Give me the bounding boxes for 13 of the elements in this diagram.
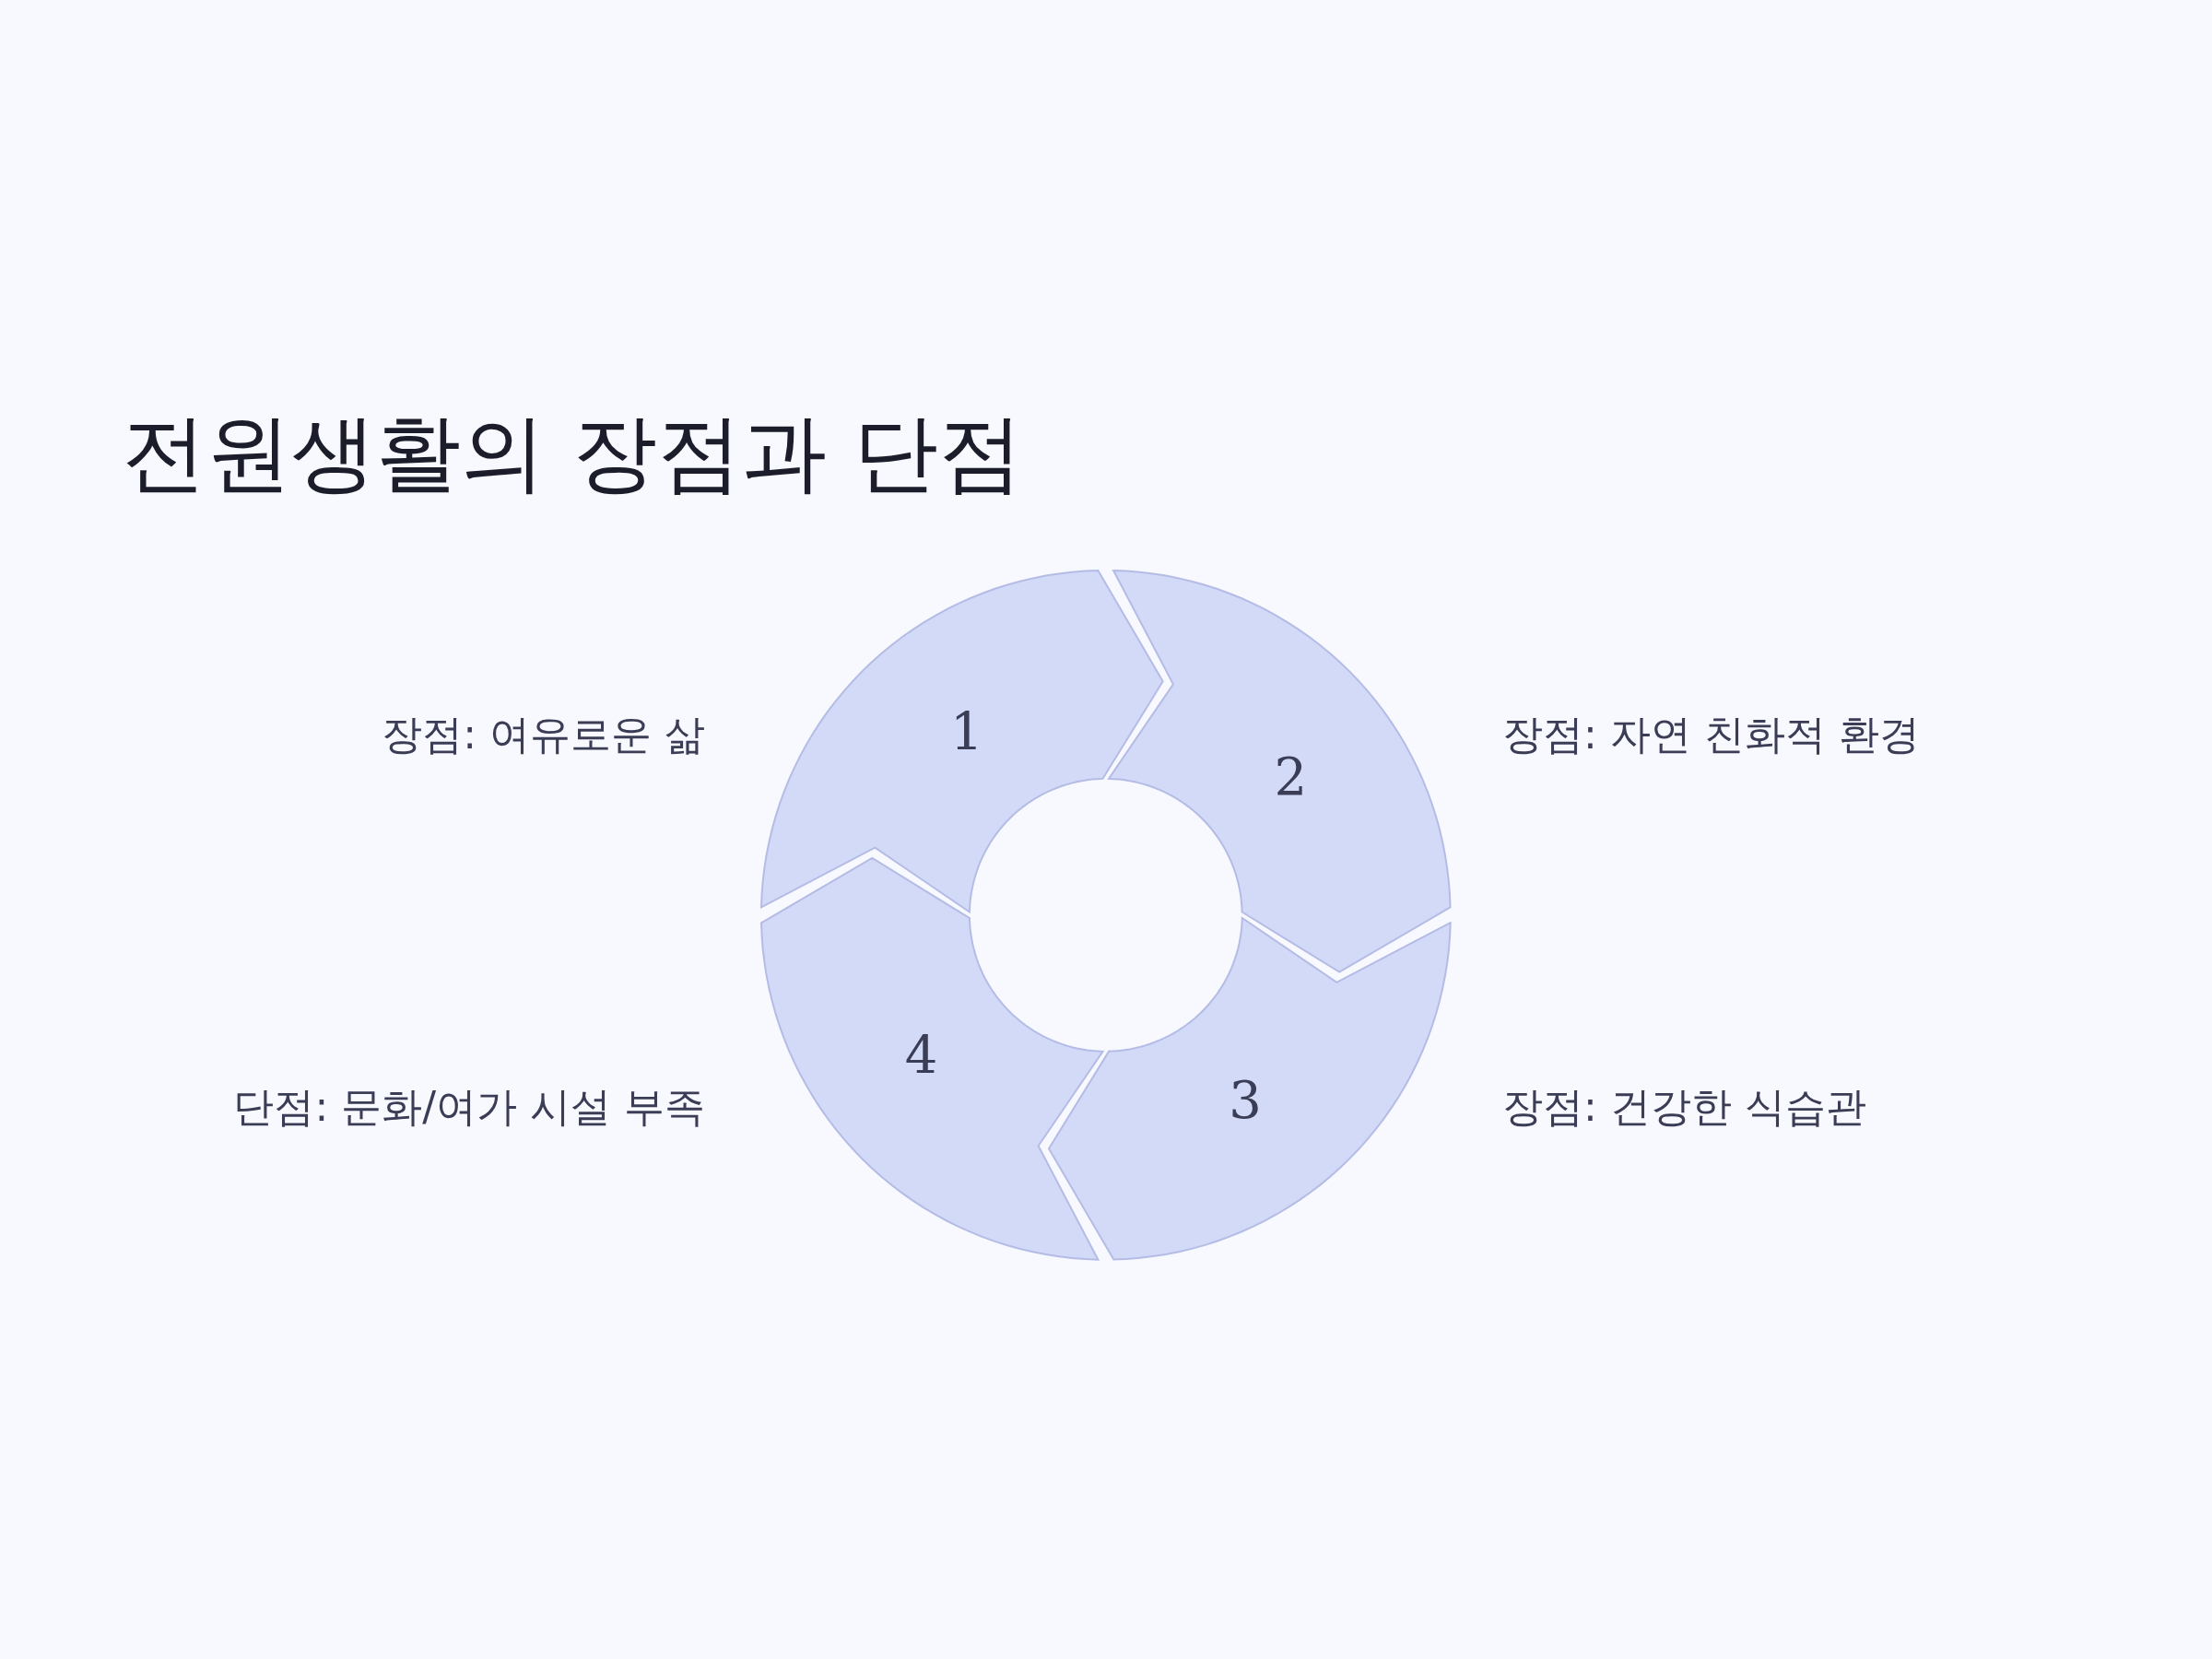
step-number: 3: [1229, 1069, 1262, 1130]
cycle-segment: [761, 571, 1163, 912]
cycle-segment: [1109, 571, 1451, 972]
segment-caption: 단점: 문화/여가 시설 부족: [233, 1081, 705, 1132]
segment-caption: 장점: 여유로운 삶: [382, 709, 705, 759]
step-number: 2: [1274, 746, 1308, 806]
cycle-segment: [1049, 918, 1451, 1260]
diagram-title: 전원생활의 장점과 단점: [122, 403, 1024, 504]
step-number: 4: [904, 1024, 938, 1085]
step-number: 1: [950, 700, 983, 761]
segment-caption: 장점: 자연 친화적 환경: [1502, 709, 1920, 759]
cycle-segment: [761, 858, 1103, 1260]
segment-caption: 장점: 건강한 식습관: [1502, 1081, 1866, 1132]
